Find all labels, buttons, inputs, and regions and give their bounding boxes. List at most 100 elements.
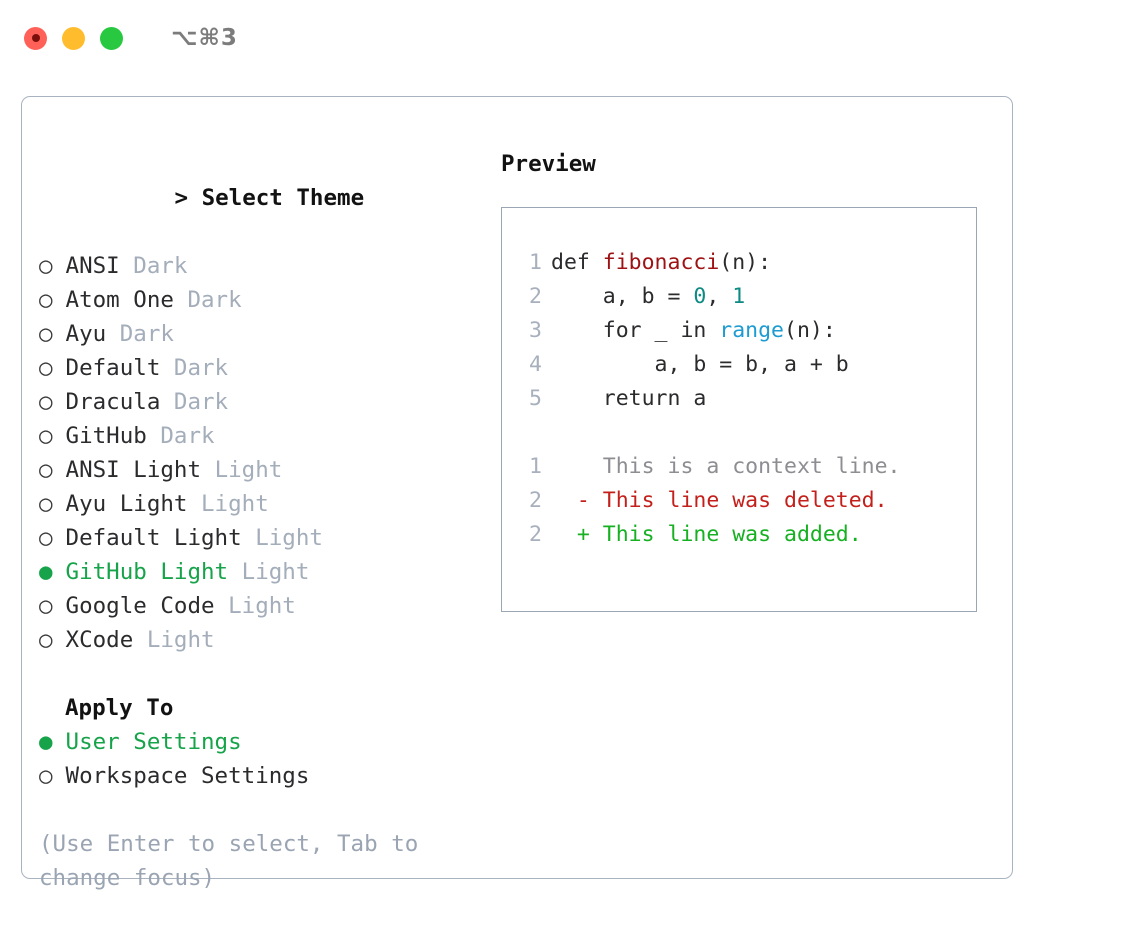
theme-item-variant-tag: Dark (173, 389, 229, 415)
theme-list-item[interactable]: ○ Ayu Light Light (39, 487, 499, 521)
theme-selector-column: > Select Theme ○ ANSI Dark○ Atom One Dar… (39, 147, 499, 895)
radio-unselected-icon: ○ (39, 627, 53, 653)
radio-selected-icon: ● (39, 729, 53, 755)
code-token-plain: (n): (719, 250, 772, 275)
code-token-plain: a, b = (551, 284, 694, 309)
window-controls (24, 26, 123, 50)
radio-selected-icon: ● (39, 559, 53, 585)
theme-item-label: Ayu (65, 321, 107, 347)
theme-item-label: Google Code (65, 593, 215, 619)
diff-line-text: This is a context line. (551, 454, 901, 479)
theme-list-item[interactable]: ● GitHub Light Light (39, 555, 499, 589)
radio-unselected-icon: ○ (39, 389, 53, 415)
code-line-number: 5 (529, 386, 542, 411)
diff-line-text: - This line was deleted. (551, 488, 888, 513)
theme-list-item[interactable]: ○ XCode Light (39, 623, 499, 657)
close-button-icon[interactable] (24, 26, 47, 50)
theme-item-variant-tag: Light (214, 457, 283, 483)
theme-item-label: GitHub (65, 423, 147, 449)
theme-item-variant-tag: Dark (160, 423, 215, 449)
theme-list-item[interactable]: ○ ANSI Dark (39, 249, 499, 283)
radio-unselected-icon: ○ (39, 525, 53, 551)
theme-list-item[interactable]: ○ Dracula Dark (39, 385, 499, 419)
code-token-num: 1 (732, 284, 746, 309)
apply-to-item[interactable]: ○ Workspace Settings (39, 759, 499, 793)
theme-item-label: Ayu Light (65, 491, 188, 517)
theme-list-item[interactable]: ○ Default Dark (39, 351, 499, 385)
theme-item-variant-tag: Light (255, 525, 323, 551)
code-diff-spacer (502, 416, 976, 450)
theme-item-variant-tag: Light (146, 627, 215, 653)
radio-unselected-icon: ○ (39, 321, 53, 347)
code-token-plain: (n): (784, 318, 836, 343)
code-line-number: 2 (529, 284, 542, 309)
theme-list-item[interactable]: ○ Default Light Light (39, 521, 499, 555)
theme-item-label: Dracula (65, 389, 161, 415)
minimize-button-icon[interactable] (62, 26, 85, 50)
theme-item-label: Default (65, 355, 161, 381)
diff-line: 2 + This line was added. (502, 518, 976, 552)
code-line: 2 a, b = 0, 1 (502, 280, 976, 314)
apply-to-item-label: Workspace Settings (65, 763, 310, 789)
radio-unselected-icon: ○ (39, 423, 53, 449)
radio-unselected-icon: ○ (39, 491, 53, 517)
radio-unselected-icon: ○ (39, 593, 53, 619)
radio-unselected-icon: ○ (39, 355, 53, 381)
theme-item-label: ANSI (65, 253, 120, 279)
code-token-plain: return a (551, 386, 707, 411)
keyboard-hint-text: (Use Enter to select, Tab to change focu… (39, 831, 419, 891)
theme-item-label: Atom One (65, 287, 174, 313)
main-panel: > Select Theme ○ ANSI Dark○ Atom One Dar… (21, 96, 1013, 891)
diff-line: 1 This is a context line. (502, 450, 976, 484)
theme-item-label: XCode (65, 627, 134, 653)
theme-list-item[interactable]: ○ Atom One Dark (39, 283, 499, 317)
titlebar: ⌥⌘3 (0, 0, 1140, 76)
code-token-plain: a, b = b, a + b (551, 352, 849, 377)
diff-line-number: 1 (529, 454, 542, 479)
theme-item-variant-tag: Dark (133, 253, 188, 279)
radio-unselected-icon: ○ (39, 763, 53, 789)
theme-item-label: Default Light (65, 525, 242, 551)
radio-unselected-icon: ○ (39, 287, 53, 313)
apply-to-heading: Apply To (65, 695, 174, 721)
theme-list-item[interactable]: ○ ANSI Light Light (39, 453, 499, 487)
diff-sample: 1 This is a context line.2 - This line w… (502, 450, 976, 552)
theme-item-label: ANSI Light (65, 457, 202, 483)
diff-line-text: + This line was added. (551, 522, 862, 547)
theme-list-item[interactable]: ○ Ayu Dark (39, 317, 499, 351)
theme-item-variant-tag: Dark (173, 355, 229, 381)
code-line: 3 for _ in range(n): (502, 314, 976, 348)
theme-list-item[interactable]: ○ GitHub Dark (39, 419, 499, 453)
theme-item-label: GitHub Light (65, 559, 229, 585)
theme-item-variant-tag: Light (201, 491, 269, 517)
theme-list-item[interactable]: ○ Google Code Light (39, 589, 499, 623)
theme-item-variant-tag: Dark (187, 287, 242, 313)
select-theme-heading: > Select Theme (39, 147, 499, 249)
theme-list: ○ ANSI Dark○ Atom One Dark○ Ayu Dark○ De… (39, 249, 499, 657)
select-theme-heading-label: Select Theme (201, 185, 365, 211)
maximize-button-icon[interactable] (100, 26, 123, 50)
apply-to-item-label: User Settings (65, 729, 242, 755)
theme-item-variant-tag: Light (228, 593, 296, 619)
code-line-number: 3 (529, 318, 542, 343)
code-line-number: 1 (529, 250, 542, 275)
apply-to-list: ● User Settings○ Workspace Settings (39, 725, 499, 793)
code-line: 4 a, b = b, a + b (502, 348, 976, 382)
code-token-call: range (719, 318, 785, 343)
code-token-plain: def (551, 250, 603, 275)
diff-line: 2 - This line was deleted. (502, 484, 976, 518)
code-token-num: 0 (693, 284, 707, 309)
diff-line-number: 2 (529, 488, 542, 513)
code-line-number: 4 (529, 352, 542, 377)
code-token-plain: for _ in (551, 318, 720, 343)
radio-unselected-icon: ○ (39, 457, 53, 483)
code-token-func: fibonacci (602, 250, 720, 275)
apply-to-item[interactable]: ● User Settings (39, 725, 499, 759)
section-spacer (39, 657, 499, 691)
code-token-plain: , (706, 284, 733, 309)
diff-line-number: 2 (529, 522, 542, 547)
theme-item-variant-tag: Dark (119, 321, 174, 347)
